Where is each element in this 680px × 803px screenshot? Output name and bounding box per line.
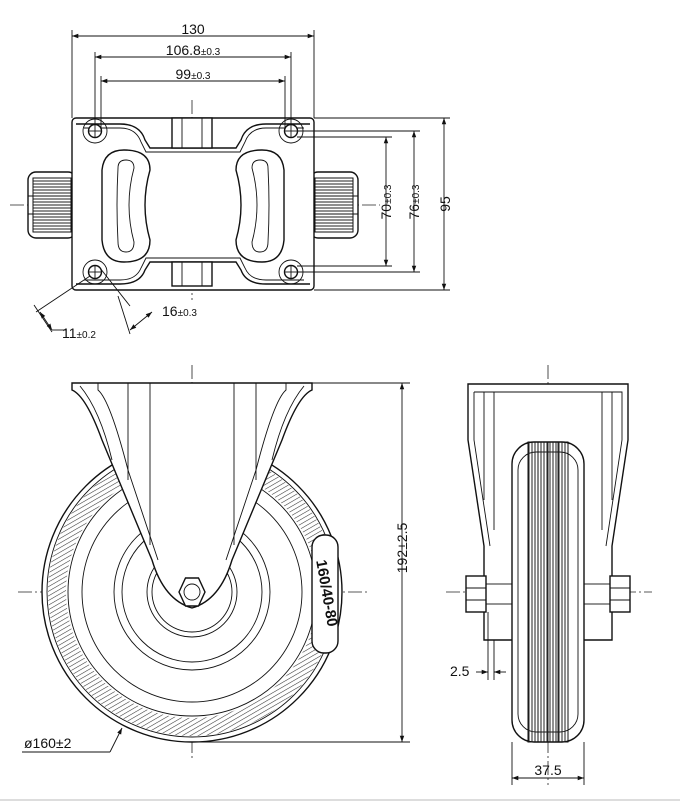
dim-hole-span-inner: 99±0.3 <box>176 66 211 82</box>
mounting-hole-top-left <box>87 123 103 139</box>
front-axle-nut-left <box>465 575 487 613</box>
mounting-hole-top-right <box>283 123 299 139</box>
dim-plate-height: 95 <box>437 196 453 212</box>
top-view: 130 106.8±0.3 99±0.3 70±0.3 76±0.3 9 <box>10 21 453 341</box>
axle-hex-nut <box>178 577 206 607</box>
mounting-hole-bottom-left <box>87 264 103 280</box>
dim-vertical-inner: 70±0.3 <box>378 184 394 219</box>
dim-wheel-width: 37.5 <box>534 762 561 778</box>
curved-slot-right <box>235 149 285 263</box>
bottom-axle-nut <box>171 261 213 287</box>
front-view: 2.5 37.5 <box>446 365 652 785</box>
side-view: 160/40-80 192±2.5 ø160±2 <box>18 365 410 760</box>
mounting-hole-bottom-right <box>283 264 299 280</box>
dim-hole-span-outer: 106.8±0.3 <box>166 42 221 58</box>
dim-bracket-offset: 2.5 <box>450 663 470 679</box>
top-axle-nut <box>171 117 213 149</box>
dim-slot-length: 16±0.3 <box>162 303 197 319</box>
dim-total-height: 192±2.5 <box>394 523 410 574</box>
curved-slot-left <box>101 149 151 263</box>
dim-hole-diameter: 11±0.2 <box>62 325 96 341</box>
dim-overall-width: 130 <box>181 21 205 37</box>
top-view-wheel-left <box>27 171 77 239</box>
dim-wheel-diameter: ø160±2 <box>24 735 72 751</box>
top-view-wheel-right <box>309 171 359 239</box>
tyre-marking-plate <box>311 534 339 654</box>
front-axle-nut-right <box>609 575 631 613</box>
fork-bracket <box>71 382 313 609</box>
dim-vertical-outer: 76±0.3 <box>406 184 422 219</box>
